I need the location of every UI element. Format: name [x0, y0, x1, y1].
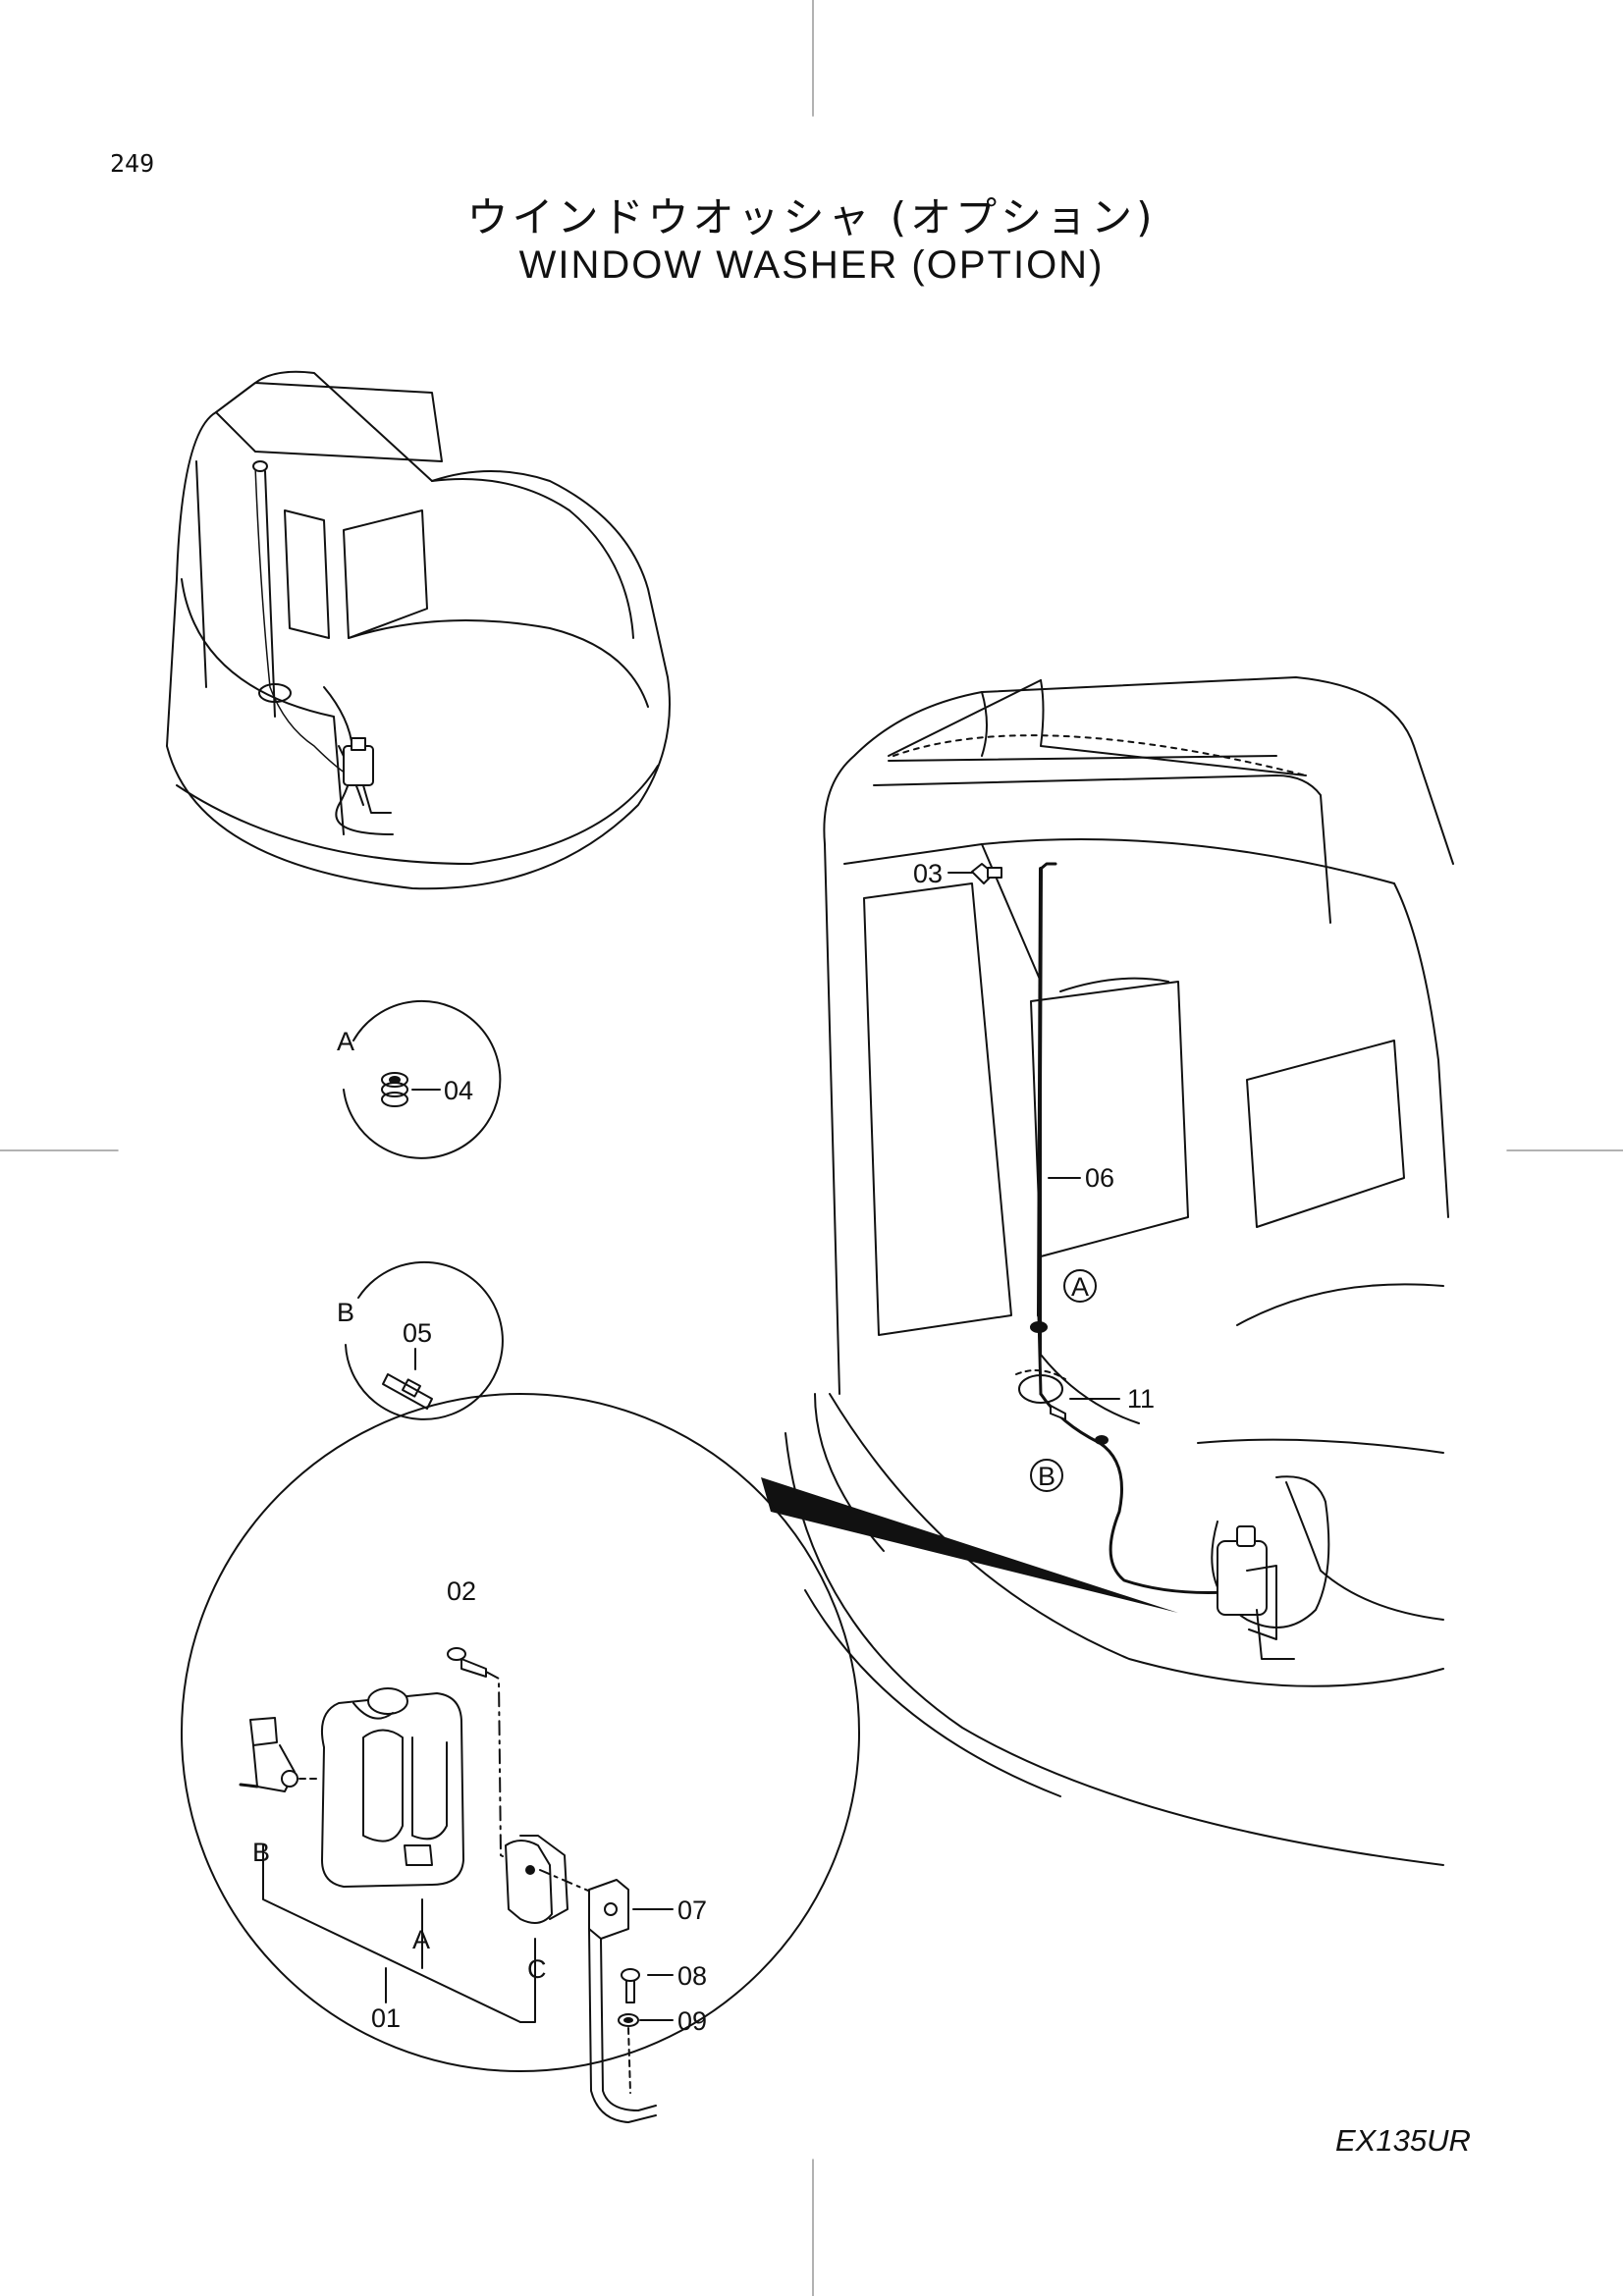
page-title-english: WINDOW WASHER (OPTION) — [518, 243, 1105, 287]
callout-04: 04 — [444, 1076, 473, 1105]
grommet-04 — [381, 1072, 408, 1107]
callout-01: 01 — [371, 2003, 401, 2033]
callout-11: 11 — [1127, 1384, 1155, 1414]
detail-circle-tank — [181, 1393, 860, 2123]
ref-circle-a — [1063, 1269, 1097, 1303]
cab-view — [784, 676, 1454, 1866]
bracket-c — [505, 1835, 568, 1924]
tank-label-b: B — [252, 1838, 270, 1867]
callout-08: 08 — [677, 1961, 707, 1991]
ref-label-a: A — [1071, 1272, 1089, 1302]
leader-wedge — [761, 1477, 1178, 1613]
detail-b-letter: B — [337, 1298, 354, 1327]
callout-06: 06 — [1085, 1163, 1114, 1193]
detail-a-letter: A — [337, 1027, 354, 1056]
callout-03: 03 — [913, 859, 943, 888]
bracket-07 — [588, 1879, 657, 2123]
nozzle-joint-05 — [382, 1373, 433, 1410]
model-code: EX135UR — [1335, 2123, 1471, 2158]
tank-label-c: C — [527, 1954, 547, 1984]
washer-tank — [320, 1687, 464, 1888]
detail-circle-b: B 05 — [337, 1260, 504, 1420]
page-title-japanese: ウインドウオッシャ (オプション) — [466, 193, 1157, 241]
nozzle-03 — [971, 863, 1002, 884]
overview-machine — [166, 370, 671, 890]
bolt-02 — [447, 1647, 487, 1678]
washer-pump — [239, 1717, 298, 1792]
tank-label-a: A — [412, 1925, 430, 1954]
ref-label-b: B — [1038, 1462, 1055, 1491]
callout-07: 07 — [677, 1896, 707, 1925]
callout-02: 02 — [447, 1576, 476, 1606]
detail-circle-a: A 04 — [337, 999, 502, 1159]
callout-05: 05 — [403, 1318, 432, 1348]
page-number: 249 — [110, 149, 155, 178]
callout-09: 09 — [677, 2006, 707, 2036]
ref-circle-b — [1030, 1459, 1063, 1492]
bolt-08 — [621, 1968, 640, 2003]
